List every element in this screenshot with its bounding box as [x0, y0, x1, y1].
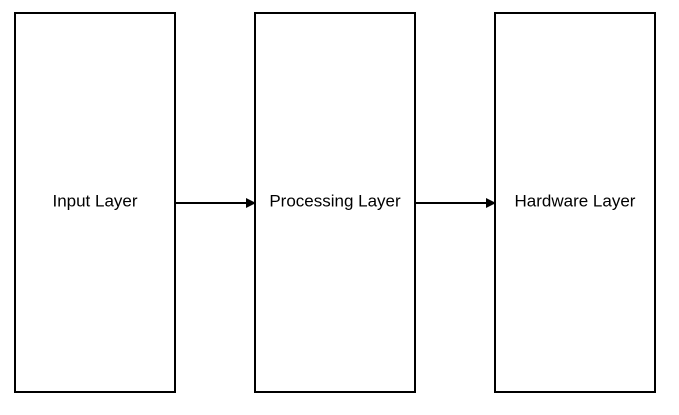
node-label: Input Layer [52, 191, 137, 210]
node-label: Hardware Layer [515, 191, 636, 210]
node-box [14, 12, 176, 393]
node-processing-layer: Processing Layer [254, 12, 416, 393]
node-label: Processing Layer [269, 191, 401, 210]
node-hardware-layer: Hardware Layer [494, 12, 656, 393]
node-box [494, 12, 656, 393]
node-box [254, 12, 416, 393]
node-input-layer: Input Layer [14, 12, 176, 393]
